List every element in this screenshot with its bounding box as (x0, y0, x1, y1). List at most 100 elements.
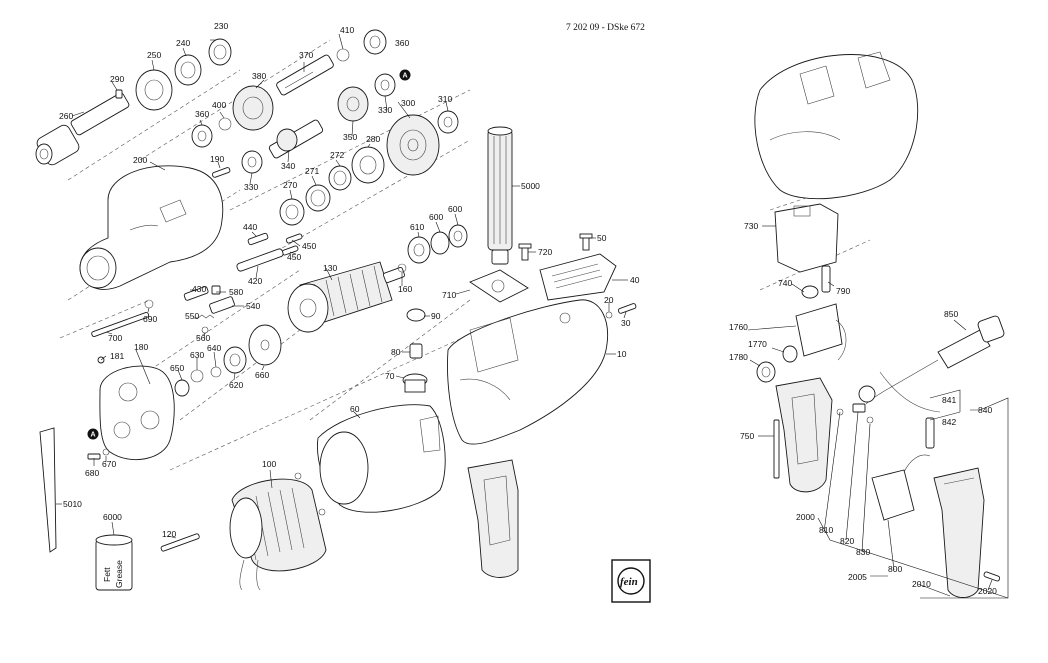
part-20-washer (605, 311, 613, 319)
part-label: 40 (630, 275, 640, 285)
part-label: 2005 (848, 572, 867, 582)
part-840-handle-cover (933, 467, 985, 598)
part-label: 250 (147, 50, 161, 60)
part-90-cap (406, 308, 426, 322)
grease-can-text-grease: Grease (114, 560, 124, 588)
part-330-bearing-a (374, 73, 396, 97)
part-label: 280 (366, 134, 380, 144)
part-640-washer (210, 366, 222, 378)
part-label: 181 (110, 351, 124, 361)
part-label: 50 (597, 233, 607, 243)
part-6000-grease-can: Fett Grease (95, 534, 133, 591)
part-label: 600 (448, 204, 462, 214)
part-label: 240 (176, 38, 190, 48)
part-label: 842 (942, 417, 956, 427)
part-label: 841 (942, 395, 956, 405)
part-rear-housing (754, 51, 919, 200)
part-label: 620 (229, 380, 243, 390)
part-label: 310 (438, 94, 452, 104)
part-830-screw (866, 416, 874, 424)
part-label: 710 (442, 290, 456, 300)
part-label: 680 (85, 468, 99, 478)
part-label: 270 (283, 180, 297, 190)
part-label: 330 (244, 182, 258, 192)
leader-lines (56, 33, 1009, 599)
part-600-rings (430, 224, 468, 255)
part-label: 190 (210, 154, 224, 164)
part-label: 1780 (729, 352, 748, 362)
part-label: 80 (391, 347, 401, 357)
part-label: 360 (395, 38, 409, 48)
part-360-bearing-b (191, 124, 213, 148)
part-cable-clamp (858, 385, 876, 403)
part-310-nut (437, 110, 459, 134)
part-label: 370 (299, 50, 313, 60)
part-650-washer (174, 379, 190, 397)
part-260-spindle (35, 92, 130, 166)
part-label: 600 (429, 212, 443, 222)
part-410-circlip (336, 48, 350, 62)
part-810-washer (836, 408, 844, 416)
part-label: 410 (340, 25, 354, 35)
part-label: 450 (287, 252, 301, 262)
part-label: 5010 (63, 499, 82, 509)
part-670-washer (102, 448, 110, 456)
part-100-stator (229, 478, 327, 591)
part-200-gearbox-housing (79, 165, 224, 290)
part-700-screw (91, 311, 150, 337)
part-label: 290 (110, 74, 124, 84)
part-841-842-suppressor (925, 417, 935, 449)
part-capacitor (795, 303, 847, 361)
part-label: 5000 (521, 181, 540, 191)
ref-marker-a-1-text: A (403, 73, 408, 80)
part-270-bearing (279, 198, 305, 226)
part-label: 2010 (912, 579, 931, 589)
part-272-washer (328, 165, 352, 191)
part-label: 10 (617, 349, 627, 359)
part-label: 271 (305, 166, 319, 176)
grease-can-text-fett: Fett (102, 567, 112, 582)
part-label: 670 (102, 459, 116, 469)
part-620-bearing (223, 346, 247, 374)
part-720-screw (518, 243, 532, 261)
part-120-screw (160, 533, 200, 552)
part-label: 420 (248, 276, 262, 286)
part-280-bearing (351, 146, 385, 184)
part-label: 1760 (729, 322, 748, 332)
part-label: 340 (281, 161, 295, 171)
part-50-screw (579, 233, 593, 251)
part-240-needle-bearing (174, 54, 202, 86)
part-2020-screw (983, 571, 1001, 582)
ref-marker-a-1: A (399, 69, 411, 81)
part-label: 230 (214, 21, 228, 31)
part-550-spring (197, 314, 215, 319)
part-label: 720 (538, 247, 552, 257)
part-190-pin (211, 167, 231, 178)
part-label: 20 (604, 295, 614, 305)
part-label: 650 (170, 363, 184, 373)
part-40-vent-cover (539, 253, 617, 301)
part-380-gear (232, 85, 274, 131)
part-label: 380 (252, 71, 266, 81)
part-label: 830 (856, 547, 870, 557)
part-label: 200 (133, 155, 147, 165)
part-5000-column (487, 126, 513, 265)
part-100-screws (294, 472, 326, 516)
part-label: 750 (740, 431, 754, 441)
part-420-shaft (236, 248, 284, 272)
part-labels: 230 410 360 250 240 370 290 380 330 300 … (59, 21, 997, 596)
ref-marker-a-2-text: A (91, 432, 96, 439)
part-label: 90 (431, 311, 441, 321)
part-350-gear (337, 86, 369, 122)
part-label: 60 (350, 404, 360, 414)
part-360-ball-bearing (363, 29, 387, 55)
part-750-screw (773, 419, 780, 479)
part-30-screw (617, 303, 637, 314)
part-340-shaft (268, 119, 324, 159)
part-label: 640 (207, 343, 221, 353)
fein-logo: fein (611, 559, 651, 603)
part-1780-knob (756, 361, 776, 383)
part-850-cable-plug (865, 315, 1005, 413)
part-80-brush (409, 343, 423, 359)
